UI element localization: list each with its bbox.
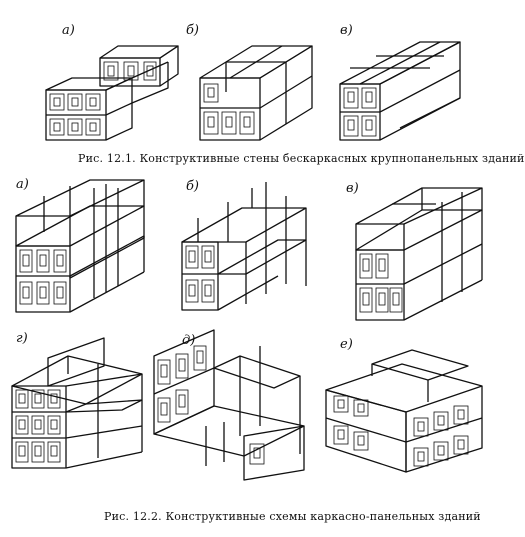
fig2-scheme-a (15, 179, 145, 313)
fig2-label-f: е) (340, 337, 353, 352)
fig1-scheme-a (45, 45, 179, 141)
fig1-scheme-c (339, 41, 461, 141)
fig1-caption: Рис. 12.1. Конструктивные стены бескарка… (78, 152, 525, 165)
fig2-scheme-e (153, 329, 305, 481)
fig2-label-a: а) (16, 177, 29, 192)
fig1-scheme-b (199, 45, 313, 141)
fig1-label-a: а) (62, 23, 75, 38)
fig1-label-c: в) (340, 23, 353, 38)
fig2-scheme-f (325, 349, 483, 473)
fig2-label-b: б) (186, 179, 200, 194)
fig2-scheme-c (355, 187, 483, 321)
diagram-page: а) б) в) (11, 23, 524, 523)
fig2-caption: Рис. 12.2. Конструктивные схемы каркасно… (104, 510, 481, 523)
fig2-label-c: в) (346, 181, 359, 196)
fig2-scheme-b (181, 182, 307, 311)
fig2-scheme-d (11, 337, 143, 469)
fig2-label-d: г) (16, 331, 28, 346)
fig1-label-b: б) (186, 23, 200, 38)
